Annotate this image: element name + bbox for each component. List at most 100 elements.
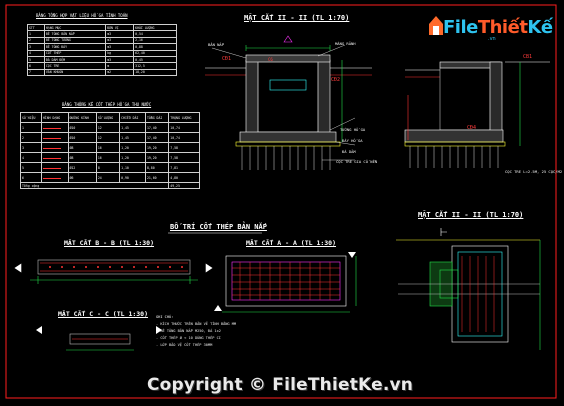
column-header: TRỌNG LƯỢNG — [168, 112, 200, 123]
house-icon — [429, 16, 443, 35]
table-cell: Ø10 — [67, 122, 97, 133]
column-header: SỐ LƯỢNG — [95, 112, 121, 123]
table-cell: 7,58 — [168, 152, 200, 163]
title-section-c-c: MẶT CẮT C - C (TL 1:30) — [58, 310, 149, 318]
copyright-watermark: Copyright © FileThietKe.vn — [147, 375, 414, 395]
table-cell: 19,20 — [144, 142, 170, 153]
section-a-a-drawing — [214, 252, 357, 313]
rebar-shape-cell — [40, 142, 69, 153]
table-cell: 7,81 — [168, 162, 200, 173]
table-cell: VÁN KHUÔN — [43, 68, 107, 77]
table-cell: 1 — [20, 122, 42, 133]
table-cell: 4,80 — [168, 172, 200, 183]
table-cell: 12 — [95, 122, 121, 133]
title-rebar-layout: BỐ TRÍ CỐT THÉP BẢN NẮP — [170, 223, 267, 231]
table-cell: KHỐI LƯỢNG — [133, 23, 177, 32]
note-1: - KÍCH THƯỚC TRÊN BẢN VẼ TÍNH BẰNG MM — [156, 322, 237, 326]
table-cell: 10,74 — [168, 132, 200, 143]
table-cell: Ø8 — [67, 142, 97, 153]
table-cell: m2 — [105, 68, 135, 77]
label-pile-note: CỌC TRE L=2.5M, 25 CỌC/M2 — [505, 169, 563, 174]
section-b-b-rebar-dots — [49, 266, 183, 268]
column-header: SỐ HIỆU — [20, 112, 42, 123]
section-ii-ii-piles — [241, 146, 331, 170]
title-section-ii-b: MẶT CẮT II - II (TL 1:70) — [418, 211, 524, 219]
table-cell: 16 — [95, 142, 121, 153]
table-cell: 7,58 — [168, 142, 200, 153]
note-3: - CỐT THÉP Ø < 10 DÙNG THÉP CI — [156, 336, 221, 340]
table-cell: 19,20 — [144, 152, 170, 163]
table-cell: 312,5 — [133, 62, 177, 70]
table1-title: BẢNG TỔNG HỢP VẬT LIỆU HỐ GA TÍNH TOÁN — [36, 13, 128, 18]
table-cell: 6 — [20, 172, 42, 183]
note-4: - LỚP BẢO VỆ CỐT THÉP 30MM — [156, 343, 213, 347]
total-value: 49,25 — [168, 181, 200, 190]
label-cd2: CĐ2 — [331, 77, 341, 83]
table-cell: CỌC TRE — [43, 62, 107, 70]
rebar-shape-cell — [40, 172, 69, 183]
table-cell: 5 — [20, 162, 42, 173]
section-ii-ii-partial-drawing — [404, 61, 550, 147]
total-label: Tổng cộng — [19, 181, 170, 190]
label-bottom: ĐÁY HỐ GA — [342, 138, 363, 143]
table-cell: m — [105, 62, 135, 70]
label-piles: CỌC TRE GIA CỐ NỀN — [336, 159, 378, 164]
table-cell: 12 — [95, 132, 121, 143]
section-ii-ii-partial-piles — [409, 146, 499, 168]
label-cd4: CĐ4 — [467, 125, 477, 131]
title-section-b-b: MẶT CẮT B - B (TL 1:30) — [64, 239, 155, 247]
section-ii-ii-drawing — [205, 35, 372, 147]
label-cd1: CĐ1 — [222, 56, 232, 62]
table-cell: 1,20 — [119, 142, 146, 153]
table-cell: Ø10 — [67, 132, 97, 143]
table-cell: Ø6 — [67, 172, 97, 183]
note-head: GHI CHÚ: — [156, 315, 174, 319]
table-cell: ĐƠN VỊ — [105, 23, 135, 32]
table-cell: 2 — [20, 132, 42, 143]
rebar-shape-cell — [40, 152, 69, 163]
label-wall: TƯỜNG HỐ GA — [340, 127, 366, 132]
table-cell: 4 — [20, 152, 42, 163]
column-header: ĐƯỜNG KÍNH — [67, 112, 97, 123]
table-cell: 10,74 — [168, 122, 200, 133]
table-cell: 1,10 — [119, 162, 146, 173]
logo-domain: .vn — [488, 36, 496, 42]
column-header: HÌNH DẠNG — [40, 112, 69, 123]
table-cell: 1,45 — [119, 122, 146, 133]
table-cell: 8,80 — [144, 162, 170, 173]
table-cell: 1,45 — [119, 132, 146, 143]
table-cell: 21,60 — [144, 172, 170, 183]
section-ii-ii-detail-drawing — [396, 228, 541, 350]
note-2: - BÊ TÔNG BẢN NẮP M250, ĐÁ 1x2 — [156, 329, 221, 333]
table-cell: HẠNG MỤC — [43, 23, 107, 32]
table-cell: 17,40 — [144, 132, 170, 143]
logo-text: FileThiếtKế — [443, 17, 553, 38]
table2-title: BẢNG THỐNG KÊ CỐT THÉP HỐ GA THU NƯỚC — [62, 102, 152, 107]
label-c6: C6 — [268, 57, 273, 62]
rebar-shape-cell — [40, 162, 69, 173]
section-b-b-drawing — [14, 259, 213, 284]
rebar-shape-cell — [40, 122, 69, 133]
title-section-ii: MẶT CẮT II - II (TL 1:70) — [244, 14, 350, 22]
table-cell: 8 — [95, 162, 121, 173]
table-cell: Ø12 — [67, 162, 97, 173]
table-cell: 0,90 — [119, 172, 146, 183]
table-cell: Ø8 — [67, 152, 97, 163]
table-cell: 3 — [20, 142, 42, 153]
label-gutter: MÁNG RÃNH — [335, 41, 356, 46]
label-gravel: ĐÁ DĂM — [342, 149, 356, 154]
